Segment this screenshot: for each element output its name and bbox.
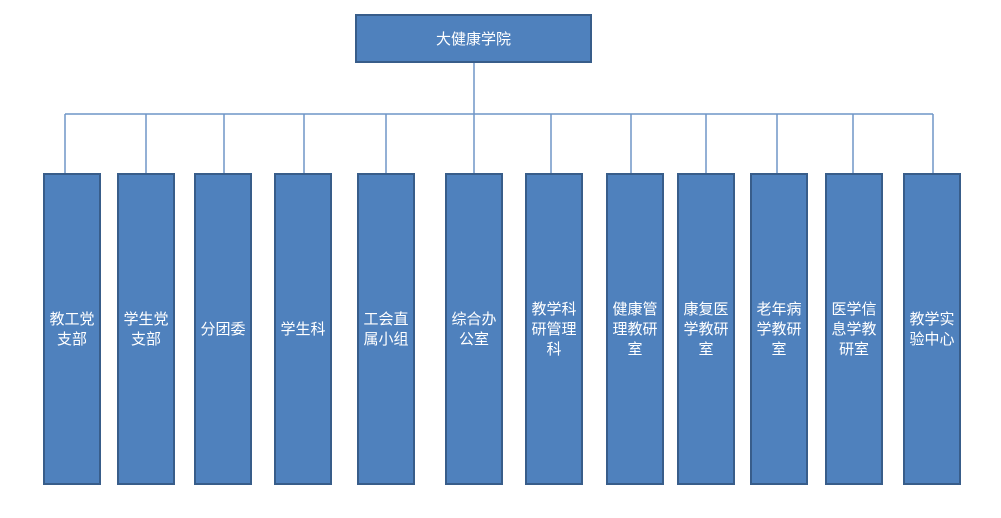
child-node-3: 分团委	[194, 173, 252, 485]
child-node-2: 学生党支部	[117, 173, 175, 485]
child-node-8: 健康管理教研室	[606, 173, 664, 485]
child-node-1-label: 教工党支部	[49, 310, 95, 348]
child-node-4-label: 学生科	[280, 320, 326, 338]
root-node-label: 大健康学院	[435, 30, 511, 48]
child-node-5-label: 工会直属小组	[363, 310, 409, 348]
child-node-12-label: 教学实验中心	[909, 310, 955, 348]
child-node-9-label: 康复医学教研室	[683, 300, 729, 358]
child-node-11: 医学信息学教研室	[825, 173, 883, 485]
child-node-2-label: 学生党支部	[123, 310, 169, 348]
child-node-11-label: 医学信息学教研室	[831, 300, 877, 358]
child-node-3-label: 分团委	[200, 320, 246, 338]
child-node-6-label: 综合办公室	[451, 310, 497, 348]
child-node-8-label: 健康管理教研室	[612, 300, 658, 358]
child-node-7-label: 教学科研管理科	[531, 300, 577, 358]
child-node-7: 教学科研管理科	[525, 173, 583, 485]
child-node-10: 老年病学教研室	[750, 173, 808, 485]
child-node-6: 综合办公室	[445, 173, 503, 485]
child-node-12: 教学实验中心	[903, 173, 961, 485]
child-node-1: 教工党支部	[43, 173, 101, 485]
root-node: 大健康学院	[355, 14, 592, 63]
child-node-10-label: 老年病学教研室	[756, 300, 802, 358]
child-node-9: 康复医学教研室	[677, 173, 735, 485]
child-node-5: 工会直属小组	[357, 173, 415, 485]
child-node-4: 学生科	[274, 173, 332, 485]
